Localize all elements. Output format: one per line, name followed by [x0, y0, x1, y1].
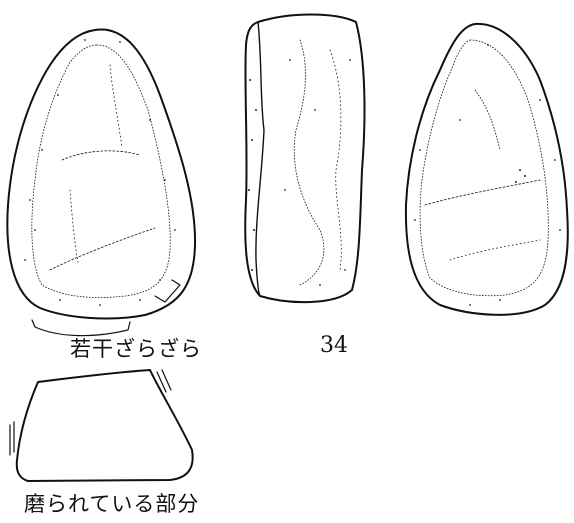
left-face-flake-scar — [49, 227, 156, 271]
right-face-outline — [404, 22, 569, 316]
left-face-rough-edge-marker — [154, 279, 181, 303]
figure-number: 34 — [320, 333, 348, 358]
left-face-inner-ridge — [31, 44, 171, 298]
side-view-stipple — [248, 59, 351, 286]
right-face-flake-scar — [424, 179, 541, 206]
left-face-stipple — [24, 39, 176, 306]
stone-side-view — [244, 13, 366, 304]
side-view-edge-facet — [255, 21, 265, 297]
right-face-flake-scar — [474, 89, 501, 151]
right-face-stipple — [414, 44, 561, 306]
legend-ground-edge-marker — [161, 369, 172, 391]
side-view-outline — [244, 13, 366, 304]
stone-left-face-view — [6, 28, 197, 337]
side-view-inner-line — [293, 39, 325, 286]
ground-surface-legend-sketch — [9, 369, 194, 482]
left-face-flake-scar — [69, 189, 79, 263]
stone-right-face-view — [404, 22, 569, 316]
ground-surface-caption: 磨られている部分 — [24, 492, 200, 516]
left-face-flake-scar — [61, 150, 141, 161]
left-face-rough-edge-marker — [31, 319, 131, 337]
left-face-flake-scar — [109, 64, 123, 149]
right-face-flake-scar — [449, 239, 541, 261]
legend-sketch-outline — [15, 369, 194, 482]
legend-ground-edge-marker — [156, 371, 167, 393]
side-view-inner-line — [329, 49, 342, 271]
left-face-outline — [6, 28, 197, 320]
right-face-inner-ridge — [419, 39, 549, 297]
rough-surface-caption: 若干ざらざら — [70, 337, 202, 361]
